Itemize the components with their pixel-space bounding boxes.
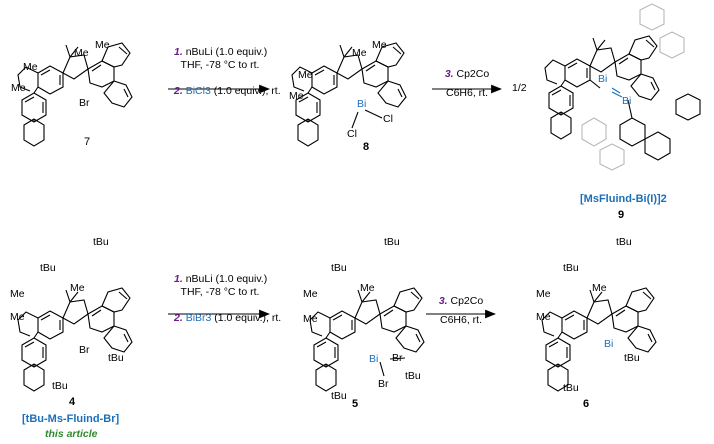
methyl-label: Me	[352, 47, 367, 59]
conditions-text: C6H6, rt.	[445, 87, 488, 99]
tbutyl-label: tBu	[405, 370, 421, 382]
reagent-text: BiBr3	[185, 312, 212, 324]
methyl-label: Me	[536, 311, 551, 323]
conditions-arrow-4: 3. Cp2Co C6H6, rt.	[430, 295, 492, 327]
reagent-text: Cp2Co	[456, 68, 490, 80]
step-number: 2.	[174, 85, 183, 97]
methyl-label: Me	[70, 282, 85, 294]
tbutyl-label: tBu	[52, 380, 68, 392]
tbutyl-label: tBu	[108, 352, 124, 364]
reagent-text: Cp2Co	[450, 295, 484, 307]
bismuth-label: Bi	[369, 353, 379, 365]
methyl-label: Me	[11, 82, 26, 94]
step-number: 1.	[174, 46, 183, 58]
methyl-label: Me	[372, 39, 387, 51]
compound-number-5: 5	[352, 398, 359, 410]
step-number: 2.	[174, 312, 183, 324]
step-number: 3.	[444, 68, 454, 80]
tbutyl-label: tBu	[331, 262, 347, 274]
compound-number-9: 9	[618, 209, 625, 221]
chlorine-label: Cl	[347, 128, 357, 140]
bromine-label: Br	[378, 378, 389, 390]
tbutyl-label: tBu	[563, 382, 579, 394]
structure-6	[541, 287, 657, 392]
stoichiometry-label: 1/2	[512, 82, 527, 94]
conditions-text: THF, -78 °C to rt.	[180, 59, 260, 71]
step-number: 3.	[438, 295, 448, 307]
reagent-text: nBuLi (1.0 equiv.)	[185, 273, 268, 285]
bromine-label: Br	[79, 97, 90, 109]
reagent-text: (1.0 equiv.), rt.	[210, 85, 281, 97]
compound-number-7: 7	[84, 136, 91, 148]
bromine-label: Br	[392, 352, 403, 364]
methyl-label: Me	[536, 288, 551, 300]
reagent-text: (1.0 equiv.), rt.	[211, 312, 282, 324]
reagent-text: BiCl3	[185, 85, 211, 97]
bismuth-label: Bi	[604, 338, 614, 350]
methyl-label: Me	[23, 61, 38, 73]
compound-number-6: 6	[583, 398, 590, 410]
bismuth-label: Bi	[357, 98, 367, 110]
tbutyl-label: tBu	[624, 352, 640, 364]
compound-name-9: [MsFluind-Bi(I)]2	[580, 193, 667, 205]
bismuth-label: Bi	[598, 73, 608, 85]
structure-4	[17, 287, 133, 392]
methyl-label: Me	[298, 69, 313, 81]
compound-name-4: [tBu-Ms-Fluind-Br]	[22, 413, 120, 425]
conditions-arrow-2: 3. Cp2Co C6H6, rt.	[436, 68, 498, 100]
methyl-label: Me	[10, 288, 25, 300]
tbutyl-label: tBu	[563, 262, 579, 274]
tbutyl-label: tBu	[331, 390, 347, 402]
compound-number-4: 4	[69, 396, 76, 408]
methyl-label: Me	[74, 47, 89, 59]
tbutyl-label: tBu	[384, 236, 400, 248]
tbutyl-label: tBu	[40, 262, 56, 274]
chlorine-label: Cl	[383, 113, 393, 125]
conditions-text: C6H6, rt.	[439, 314, 482, 326]
tbutyl-label: tBu	[93, 236, 109, 248]
bismuth-label: Bi	[622, 95, 632, 107]
tbutyl-label: tBu	[616, 236, 632, 248]
conditions-text: THF, -78 °C to rt.	[180, 286, 260, 298]
this-article-note: this article	[45, 428, 98, 440]
methyl-label: Me	[289, 90, 304, 102]
conditions-arrow-3: 1. nBuLi (1.0 equiv.) THF, -78 °C to rt.…	[174, 273, 281, 325]
methyl-label: Me	[303, 313, 318, 325]
conditions-arrow-1: 1. nBuLi (1.0 equiv.) THF, -78 °C to rt.…	[174, 46, 281, 98]
methyl-label: Me	[360, 282, 375, 294]
step-number: 1.	[174, 273, 183, 285]
reagent-text: nBuLi (1.0 equiv.)	[185, 46, 268, 58]
methyl-label: Me	[10, 311, 25, 323]
structure-9	[544, 3, 701, 171]
methyl-label: Me	[95, 39, 110, 51]
methyl-label: Me	[303, 288, 318, 300]
methyl-label: Me	[592, 282, 607, 294]
bromine-label: Br	[79, 344, 90, 356]
compound-number-8: 8	[363, 141, 370, 153]
